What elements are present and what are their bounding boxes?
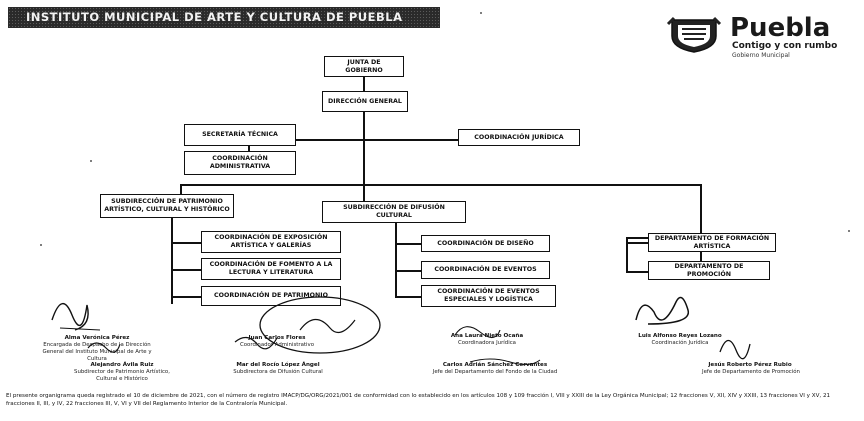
logo-wordmark: Puebla — [730, 13, 831, 43]
institute-title: INSTITUTO MUNICIPAL DE ARTE Y CULTURA DE… — [26, 10, 403, 24]
signature-name: Alejandro Ávila Ruiz — [90, 362, 154, 368]
connector — [363, 112, 365, 201]
box-direccion-general: DIRECCIÓN GENERAL — [322, 91, 408, 112]
box-coordinacion-juridica: COORDINACIÓN JURÍDICA — [458, 129, 580, 146]
signature-role: Subdirector de Patrimonio Artístico, Cul… — [74, 369, 170, 382]
signature-scribbles — [51, 296, 751, 366]
connector — [395, 270, 421, 272]
box-coordinacion-administrativa: COORDINACIÓN ADMINISTRATIVA — [184, 151, 296, 175]
connector — [395, 223, 397, 297]
puebla-logo: Puebla Contigo y con rumbo Gobierno Muni… — [666, 8, 856, 59]
connector — [395, 243, 421, 245]
connector — [171, 242, 201, 244]
box-coord-eventos-especiales: COORDINACIÓN DE EVENTOS ESPECIALES Y LOG… — [421, 285, 556, 307]
signature-role: Jefe de Departamento de Promoción — [702, 369, 800, 375]
header-band — [8, 7, 440, 28]
connector — [171, 296, 201, 298]
signature-role: Coordinador Administrativo — [240, 342, 314, 348]
signature-name: Juan Carlos Flores — [248, 335, 306, 341]
signature-name: Ana Laura Nieto Ocaña — [450, 333, 524, 339]
signature-role: Jefe del Departamento del Fondo de la Ci… — [432, 369, 558, 375]
box-depto-formacion: DEPARTAMENTO DE FORMACIÓN ARTÍSTICA — [648, 233, 776, 252]
connector — [248, 139, 460, 141]
box-subdireccion-patrimonio: SUBDIRECCIÓN DE PATRIMONIO ARTÍSTICO, CU… — [100, 194, 234, 218]
connector — [700, 184, 702, 279]
signature-name: Jesús Roberto Pérez Rubio — [708, 362, 792, 368]
signature-role: Encargada de Despacho de la Dirección Ge… — [42, 342, 152, 362]
connector — [171, 218, 173, 304]
connector — [626, 271, 648, 273]
scan-speck — [480, 12, 482, 14]
box-coord-diseno: COORDINACIÓN DE DISEÑO — [421, 235, 550, 252]
connector — [626, 242, 648, 244]
connector — [626, 237, 628, 272]
connector — [363, 77, 365, 93]
box-junta-gobierno: JUNTA DE GOBIERNO — [324, 56, 404, 77]
connector — [395, 296, 421, 298]
signature-name: Luis Alfonso Reyes Lozano — [638, 333, 722, 339]
signature-name: Alma Verónica Pérez — [64, 335, 130, 341]
signature-name: Carlos Adrián Sánchez Cervantes — [442, 362, 548, 368]
signature-role: Coordinación Jurídica — [651, 340, 709, 346]
box-coord-fomento-lectura: COORDINACIÓN DE FOMENTO A LA LECTURA Y L… — [201, 258, 341, 280]
signature-role: Coordinadora Jurídica — [458, 340, 516, 346]
scan-speck — [90, 160, 92, 162]
box-coord-eventos: COORDINACIÓN DE EVENTOS — [421, 261, 550, 279]
scan-speck — [40, 244, 42, 246]
registration-footnote: El presente organigrama queda registrado… — [6, 393, 831, 407]
box-secretaria-tecnica: SECRETARÍA TÉCNICA — [184, 124, 296, 146]
coat-of-arms-icon — [666, 16, 722, 53]
connector — [180, 184, 700, 186]
logo-subtitle: Gobierno Municipal — [732, 52, 790, 59]
box-depto-promocion: DEPARTAMENTO DE PROMOCIÓN — [648, 261, 770, 280]
box-subdireccion-difusion: SUBDIRECCIÓN DE DIFUSIÓN CULTURAL — [322, 201, 466, 223]
box-coord-patrimonio: COORDINACIÓN DE PATRIMONIO — [201, 286, 341, 306]
signature-name: Mar del Rocío López Ángel — [236, 362, 320, 368]
connector — [171, 269, 201, 271]
connector — [180, 184, 182, 194]
scan-speck — [848, 230, 850, 232]
signature-role: Subdirectora de Difusión Cultural — [233, 369, 323, 375]
logo-tagline: Contigo y con rumbo — [732, 41, 838, 51]
box-coord-exposicion: COORDINACIÓN DE EXPOSICIÓN ARTÍSTICA Y G… — [201, 231, 341, 253]
